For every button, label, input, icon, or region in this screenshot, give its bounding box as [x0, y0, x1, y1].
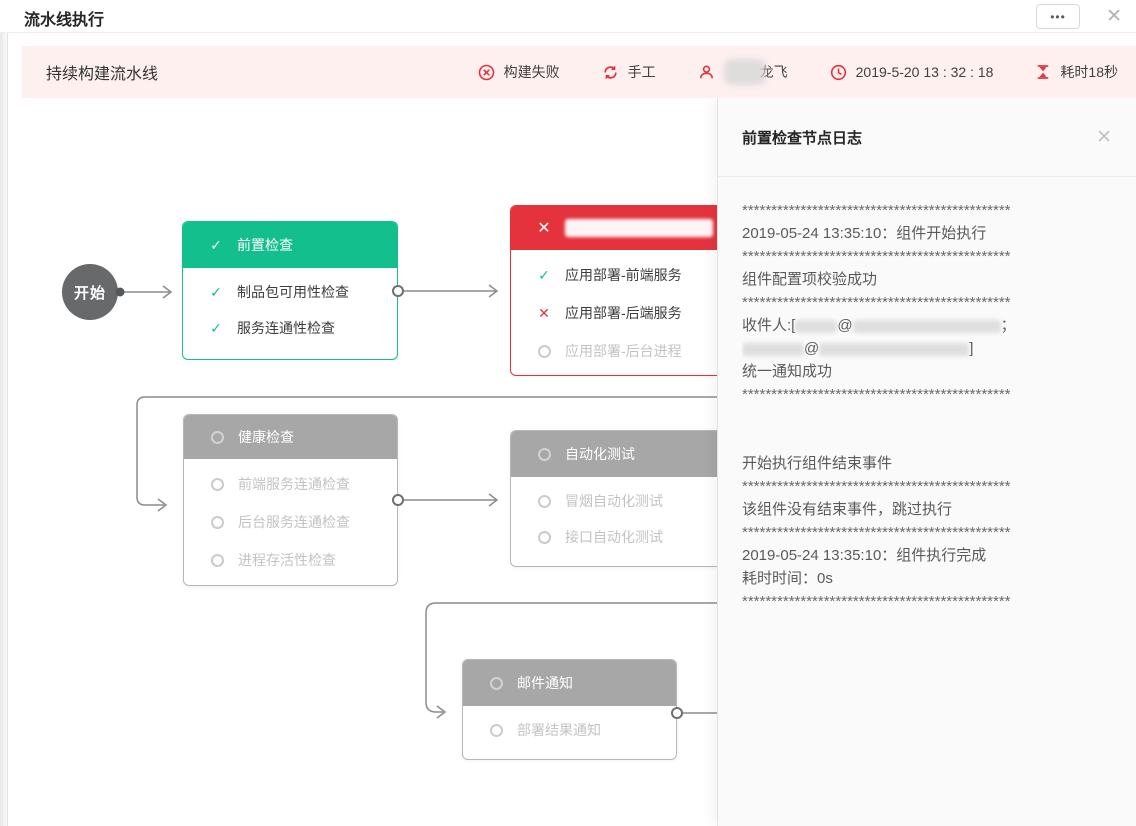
log-line-recipients: @]: [742, 337, 1112, 360]
circle-icon: [208, 477, 226, 491]
page-title: 流水线执行: [24, 12, 105, 29]
x-icon: ✕: [538, 304, 550, 321]
check-icon: ✓: [538, 266, 550, 283]
node-header: 自动化测试: [511, 431, 724, 477]
dialog-header: 流水线执行 ••• ✕: [0, 0, 1136, 33]
trigger-label: 手工: [627, 64, 656, 80]
log-separator: ****************************************…: [742, 294, 1011, 311]
log-blank-line: [742, 406, 1112, 429]
node-title: 邮件通知: [517, 675, 573, 691]
log-line-recipients: 收件人:[@；: [742, 317, 1016, 334]
trigger-user: 龙飞: [698, 59, 788, 85]
circle-icon: [208, 553, 226, 567]
x-icon: ✕: [537, 220, 551, 237]
build-status: 构建失败: [478, 62, 560, 82]
circle-icon: [487, 723, 505, 737]
circle-icon: [535, 494, 553, 508]
node-header: 健康检查: [184, 415, 397, 459]
pipeline-summary-bar: 持续构建流水线 构建失败 手工 龙飞 2019-5-20: [22, 46, 1136, 98]
log-panel-header: 前置检查节点日志 ✕: [718, 98, 1136, 177]
pipeline-name: 持续构建流水线: [46, 66, 159, 83]
node-item: 后台服务连通检查: [184, 503, 397, 541]
log-line: 2019-05-24 13:35:10：组件开始执行: [742, 225, 987, 242]
check-icon: ✓: [210, 236, 222, 253]
redacted-text: [852, 319, 1001, 333]
circle-icon: [208, 430, 226, 444]
start-node[interactable]: 开始: [62, 264, 118, 320]
close-icon[interactable]: ✕: [1106, 6, 1122, 27]
circle-icon: [208, 515, 226, 529]
check-icon: ✓: [210, 319, 222, 336]
trigger-type: 手工: [602, 62, 656, 82]
node-header: 邮件通知: [463, 660, 676, 706]
user-name: 龙飞: [759, 64, 788, 80]
node-item: 进程存活性检查: [184, 541, 397, 579]
node-item: ✕ 应用部署-后端服务: [511, 294, 724, 332]
sync-icon: [602, 64, 619, 81]
node-item: 部署结果通知: [463, 712, 676, 748]
build-time-value: 2019-5-20 13 : 32 : 18: [855, 64, 994, 80]
node-item: 冒烟自动化测试: [511, 483, 724, 519]
log-separator: ****************************************…: [742, 593, 1011, 610]
clock-icon: [830, 64, 847, 81]
user-icon: [698, 64, 715, 81]
check-icon: ✓: [210, 283, 222, 300]
node-item: 应用部署-后台进程: [511, 332, 724, 370]
log-close-icon[interactable]: ✕: [1096, 126, 1112, 148]
build-time: 2019-5-20 13 : 32 : 18: [830, 64, 994, 81]
log-panel: 前置检查节点日志 ✕ *****************************…: [717, 98, 1136, 826]
redacted-text: [742, 342, 804, 356]
circle-icon: [487, 676, 505, 690]
log-separator: ****************************************…: [742, 202, 1011, 219]
node-header: ✓ 前置检查: [183, 222, 397, 268]
page-edge-strip: [0, 33, 8, 826]
node-title-blur: [565, 219, 713, 237]
user-name-blur: [723, 59, 766, 85]
redacted-text: [795, 319, 838, 333]
node-title: 健康检查: [238, 429, 294, 445]
node-title: 自动化测试: [565, 446, 635, 462]
redacted-text: [819, 342, 970, 356]
build-duration-value: 耗时18秒: [1060, 64, 1118, 80]
log-line: 耗时时间：0s: [742, 570, 833, 587]
build-fail-icon: [478, 64, 495, 81]
log-separator: ****************************************…: [742, 478, 1011, 495]
log-line: 2019-05-24 13:35:10：组件执行完成: [742, 547, 987, 564]
node-title: 前置检查: [237, 237, 293, 253]
build-duration: 耗时18秒: [1035, 62, 1118, 82]
node-header: ✕: [511, 206, 724, 250]
log-line: 开始执行组件结束事件: [742, 455, 893, 472]
node-mail-notify[interactable]: 邮件通知 部署结果通知: [462, 659, 677, 760]
build-status-label: 构建失败: [503, 64, 560, 80]
node-item: ✓ 制品包可用性检查: [183, 274, 397, 310]
log-separator: ****************************************…: [742, 386, 1011, 403]
circle-icon: [535, 344, 553, 358]
node-health-check[interactable]: 健康检查 前端服务连通检查 后台服务连通检查 进程存活性检查: [183, 414, 398, 586]
log-content: ****************************************…: [718, 177, 1136, 613]
circle-icon: [535, 447, 553, 461]
node-auto-test[interactable]: 自动化测试 冒烟自动化测试 接口自动化测试: [510, 430, 725, 567]
more-button[interactable]: •••: [1036, 4, 1080, 29]
log-line: 统一通知成功: [742, 363, 833, 380]
circle-icon: [535, 530, 553, 544]
node-item: ✓ 应用部署-前端服务: [511, 256, 724, 294]
node-item: ✓ 服务连通性检查: [183, 310, 397, 346]
log-line: 组件配置项校验成功: [742, 271, 878, 288]
log-blank-line: [742, 429, 1112, 452]
log-line: 该组件没有结束事件，跳过执行: [742, 501, 953, 518]
node-pre-check[interactable]: ✓ 前置检查 ✓ 制品包可用性检查 ✓ 服务连通性检查: [182, 221, 398, 360]
node-item: 前端服务连通检查: [184, 465, 397, 503]
node-deploy[interactable]: ✕ ✓ 应用部署-前端服务 ✕ 应用部署-后端服务 应用部署-后台进程: [510, 205, 725, 376]
hourglass-icon: [1035, 64, 1051, 80]
log-panel-title: 前置检查节点日志: [742, 129, 863, 147]
log-separator: ****************************************…: [742, 248, 1011, 265]
log-separator: ****************************************…: [742, 524, 1011, 541]
node-item: 接口自动化测试: [511, 519, 724, 555]
